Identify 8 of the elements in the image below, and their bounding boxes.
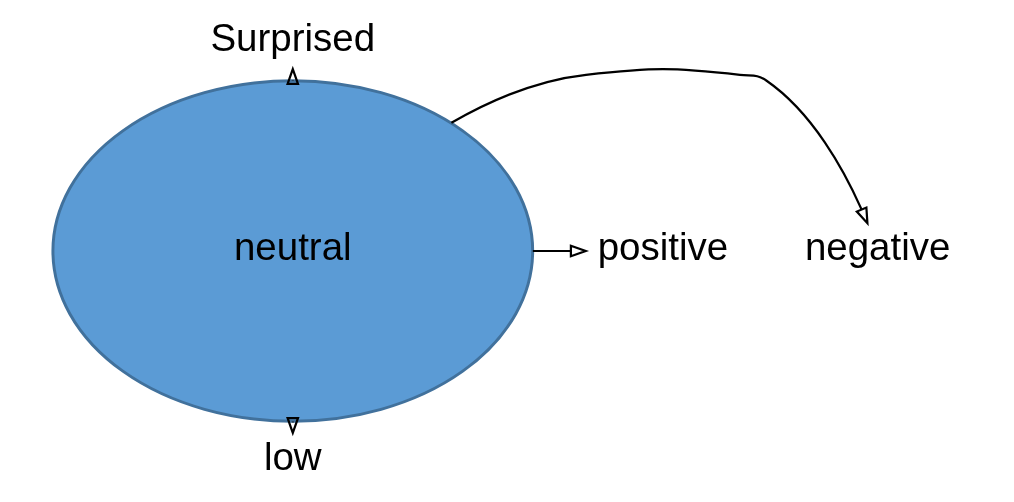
- arrow: [285, 416, 300, 437]
- node-text: positive: [597, 225, 728, 269]
- arrow: [450, 68, 869, 227]
- arrow: [532, 244, 589, 258]
- node-text: low: [263, 434, 322, 478]
- node-text: Surprised: [209, 15, 375, 59]
- node-text: negative: [804, 225, 950, 269]
- arrow: [285, 65, 300, 86]
